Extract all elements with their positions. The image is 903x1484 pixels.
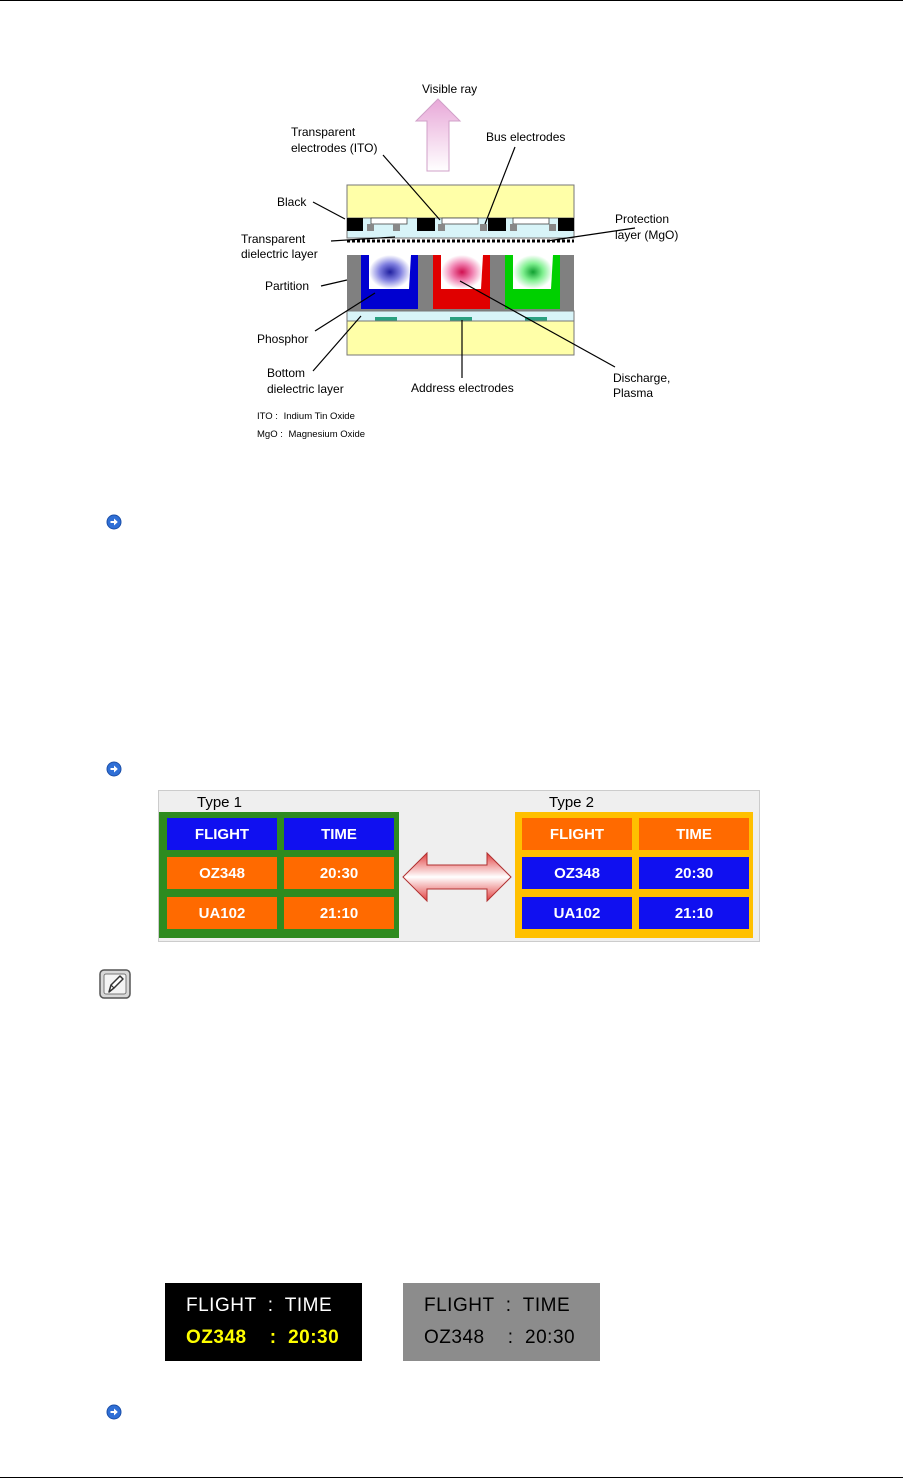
- type1-cell-flight: FLIGHT: [167, 818, 277, 850]
- transparent-electrodes-label-1: Transparent: [291, 125, 356, 139]
- black-panel-line1: FLIGHT : TIME: [186, 1295, 333, 1316]
- type1-cell-2030: 20:30: [284, 857, 394, 889]
- black-background-panel: FLIGHT : TIME OZ348 : 20:30: [165, 1283, 362, 1361]
- note-icon: [99, 969, 131, 999]
- protection-label-1: Protection: [615, 212, 669, 226]
- pdp-structure-diagram: Visible ray Transparent electrode: [241, 82, 678, 440]
- type1-cell-time: TIME: [284, 818, 394, 850]
- type2-title: Type 2: [549, 794, 595, 811]
- partition-label: Partition: [265, 279, 309, 293]
- discharge-label-1: Discharge,: [613, 371, 670, 385]
- ito-text: Indium Tin Oxide: [284, 411, 355, 422]
- footer-rule: [0, 1477, 903, 1478]
- type1-title: Type 1: [197, 794, 243, 811]
- transparent-dielectric-label-2: dielectric layer: [241, 247, 318, 261]
- type2-cell-oz348: OZ348: [522, 857, 632, 889]
- arrow-bullet-icon: [106, 514, 122, 530]
- type2-cell-time: TIME: [639, 818, 749, 850]
- phosphor-label: Phosphor: [257, 332, 308, 346]
- ito-legend: ITO : Indium Tin Oxide: [257, 411, 355, 422]
- bottom-dielectric-label-1: Bottom: [267, 366, 305, 380]
- type2-cell-flight: FLIGHT: [522, 818, 632, 850]
- visible-ray-arrow: [414, 98, 462, 172]
- header-rule: [0, 0, 903, 1]
- mgo-legend: MgO : Magnesium Oxide: [257, 429, 365, 440]
- type2-board: FLIGHT TIME OZ348 20:30 UA102 21:10: [515, 812, 753, 938]
- type1-cell-oz348: OZ348: [167, 857, 277, 889]
- gray-panel-line1: FLIGHT : TIME: [424, 1295, 571, 1316]
- transparent-electrodes-label-2: electrodes (ITO): [291, 141, 377, 155]
- mgo-abbr: MgO :: [257, 429, 283, 440]
- type2-cell-2030: 20:30: [639, 857, 749, 889]
- mgo-text: Magnesium Oxide: [289, 429, 366, 440]
- bus-electrodes-label: Bus electrodes: [486, 130, 565, 144]
- black-label: Black: [277, 195, 307, 209]
- discharge-label-2: Plasma: [613, 386, 653, 400]
- ito-abbr: ITO :: [257, 411, 278, 422]
- address-electrodes-label: Address electrodes: [411, 381, 514, 395]
- transparent-dielectric-label-1: Transparent: [241, 232, 306, 246]
- arrow-bullet-icon: [106, 1404, 122, 1420]
- visible-ray-label: Visible ray: [422, 82, 477, 96]
- type1-board: FLIGHT TIME OZ348 20:30 UA102 21:10: [159, 812, 399, 938]
- type1-cell-2110: 21:10: [284, 897, 394, 929]
- type2-cell-ua102: UA102: [522, 897, 632, 929]
- gray-background-panel: FLIGHT : TIME OZ348 : 20:30: [403, 1283, 600, 1361]
- type2-cell-2110: 21:10: [639, 897, 749, 929]
- gray-panel-line2: OZ348 : 20:30: [424, 1327, 576, 1348]
- protection-label-2: layer (MgO): [615, 228, 678, 242]
- arrow-bullet-icon: [106, 761, 122, 777]
- black-panel-line2: OZ348 : 20:30: [186, 1327, 340, 1348]
- type1-cell-ua102: UA102: [167, 897, 277, 929]
- double-arrow-icon: [402, 851, 512, 903]
- bottom-dielectric-label-2: dielectric layer: [267, 382, 344, 396]
- color-combination-comparison: Type 1 Type 2 FLIGHT TIME OZ348 20:30 UA…: [158, 790, 760, 942]
